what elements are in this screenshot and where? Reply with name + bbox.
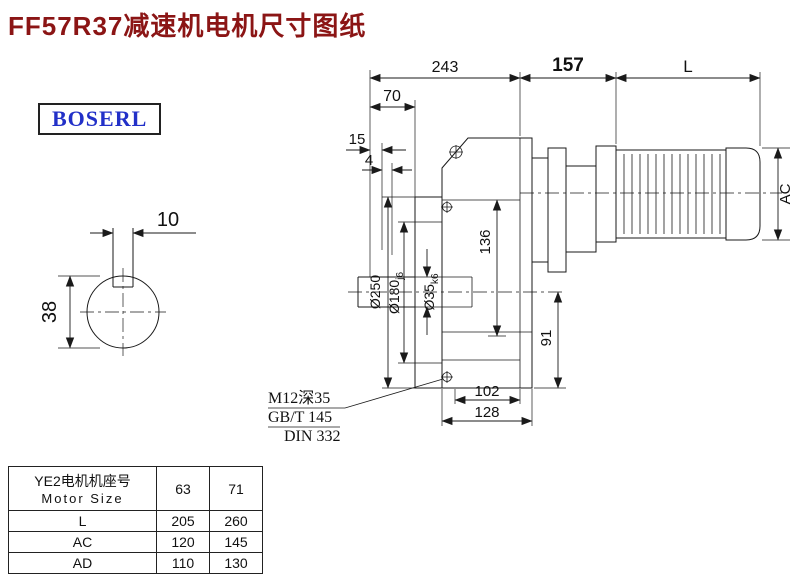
motor-cooling-fins bbox=[623, 154, 721, 234]
logo-text: BOSERL bbox=[52, 106, 148, 131]
adapter-flange-2 bbox=[547, 147, 567, 273]
flange-bolt-cross-bottom bbox=[441, 371, 453, 383]
value-AD-63: 110 bbox=[156, 552, 210, 574]
page-title: FF57R37减速机电机尺寸图纸 bbox=[8, 11, 367, 41]
shaft-circle bbox=[86, 275, 160, 349]
value-L-63: 205 bbox=[156, 510, 210, 532]
dim-L: L bbox=[683, 57, 692, 76]
value-L-71: 260 bbox=[209, 510, 263, 532]
row-label-AD: AD bbox=[8, 552, 157, 574]
value-AC-63: 120 bbox=[156, 531, 210, 553]
table-header-row: YE2电机机座号 Motor Size 63 71 bbox=[8, 466, 263, 511]
dimension-annotations: 243 157 L 70 15 4 Ø250 Ø1 bbox=[346, 55, 794, 426]
shaft-section-view: 10 38 bbox=[39, 209, 196, 356]
dim-70: 70 bbox=[383, 88, 401, 105]
motor-flange bbox=[595, 145, 617, 243]
table-row-AC: AC 120 145 bbox=[8, 531, 263, 553]
gear-housing bbox=[441, 137, 533, 389]
value-AD-71: 130 bbox=[209, 552, 263, 574]
table-row-L: L 205 260 bbox=[8, 510, 263, 532]
thread-notes: M12深35 GB/T 145 DIN 332 bbox=[268, 378, 444, 445]
dim-180: Ø180j6 bbox=[386, 272, 406, 314]
note-leader-line bbox=[344, 378, 444, 409]
main-view: 243 157 L 70 15 4 Ø250 Ø1 bbox=[268, 55, 794, 445]
dim-243: 243 bbox=[432, 59, 459, 76]
dim-shaft-38: 38 bbox=[39, 301, 61, 323]
flange-bolt-cross-top bbox=[441, 201, 453, 213]
dim-157: 157 bbox=[552, 55, 584, 76]
boserl-logo: BOSERL bbox=[38, 103, 162, 135]
dim-35: Ø35k6 bbox=[421, 273, 441, 310]
dim-250: Ø250 bbox=[367, 275, 383, 309]
adapter-housing bbox=[565, 165, 597, 253]
row-label-L: L bbox=[8, 510, 157, 532]
eyebolt-cross bbox=[449, 145, 463, 159]
value-AC-71: 145 bbox=[209, 531, 263, 553]
motor-body bbox=[615, 149, 727, 239]
table-row-AD: AD 110 130 bbox=[8, 552, 263, 574]
size-col-63: 63 bbox=[156, 466, 210, 511]
size-col-71: 71 bbox=[209, 466, 263, 511]
note-gbt: GB/T 145 bbox=[268, 409, 332, 426]
dim-91: 91 bbox=[538, 330, 555, 347]
note-m12: M12深35 bbox=[268, 389, 330, 407]
dim-128: 128 bbox=[474, 404, 499, 421]
adapter-flange-1 bbox=[531, 157, 549, 263]
motor-fan-cover bbox=[725, 147, 761, 241]
header-cn: YE2电机机座号 bbox=[34, 473, 131, 489]
dim-keyway-10: 10 bbox=[157, 209, 179, 231]
dim-AC: AC bbox=[777, 183, 794, 204]
row-label-AC: AC bbox=[8, 531, 157, 553]
note-din: DIN 332 bbox=[284, 428, 340, 445]
header-cell-motor-size: YE2电机机座号 Motor Size bbox=[8, 466, 157, 511]
dim-102: 102 bbox=[474, 383, 499, 400]
dim-15: 15 bbox=[349, 131, 366, 148]
dim-4: 4 bbox=[365, 152, 373, 169]
header-en: Motor Size bbox=[41, 491, 124, 506]
motor-size-table: YE2电机机座号 Motor Size 63 71 L 205 260 AC 1… bbox=[8, 466, 263, 574]
motor-assembly bbox=[531, 145, 761, 273]
dim-136: 136 bbox=[477, 229, 494, 254]
